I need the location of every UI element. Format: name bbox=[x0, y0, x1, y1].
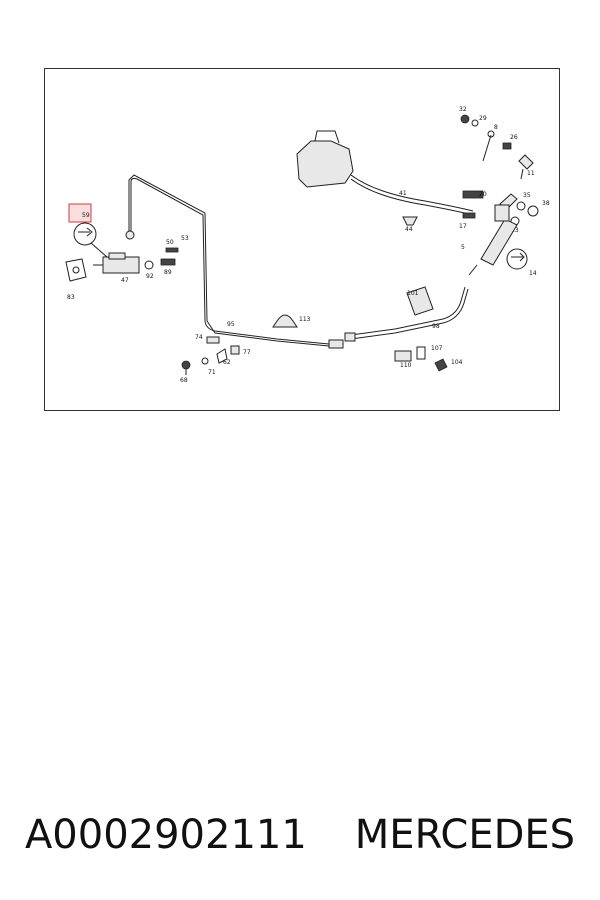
callout-20: 20 bbox=[479, 191, 487, 198]
sleeve-110 bbox=[394, 350, 412, 362]
callout-41: 41 bbox=[399, 190, 407, 197]
screw-104 bbox=[434, 358, 448, 372]
highlight-box-59[interactable] bbox=[68, 203, 92, 223]
pushrod-8 bbox=[482, 134, 492, 162]
callout-35: 35 bbox=[523, 192, 531, 199]
callout-44: 44 bbox=[405, 226, 413, 233]
callout-62: 62 bbox=[223, 359, 231, 366]
parts-diagram: 59 83 47 50 53 92 89 95 113 74 bbox=[44, 68, 560, 411]
callout-107: 107 bbox=[431, 345, 443, 352]
callout-11: 11 bbox=[527, 170, 535, 177]
callout-77: 77 bbox=[243, 349, 251, 356]
boot-101 bbox=[406, 286, 434, 316]
fluid-reservoir bbox=[296, 140, 354, 188]
master-cylinder-5 bbox=[480, 218, 518, 266]
nut-32 bbox=[460, 114, 470, 124]
callout-59: 59 bbox=[82, 212, 90, 219]
callout-83: 83 bbox=[67, 294, 75, 301]
nut-92 bbox=[144, 260, 154, 270]
callout-89: 89 bbox=[164, 269, 172, 276]
callout-113: 113 bbox=[299, 316, 311, 323]
product-caption: A0002902111 MERCEDES bbox=[0, 800, 600, 870]
line-98 bbox=[350, 286, 466, 336]
part-number: A0002902111 bbox=[24, 812, 307, 858]
callout-47: 47 bbox=[121, 277, 129, 284]
callout-14: 14 bbox=[529, 270, 537, 277]
callout-29: 29 bbox=[479, 115, 487, 122]
hose-41 bbox=[350, 174, 474, 212]
bracket-62 bbox=[216, 348, 228, 364]
callout-23: 23 bbox=[511, 227, 519, 234]
callout-50: 50 bbox=[166, 239, 174, 246]
washer-71 bbox=[201, 357, 209, 365]
callout-26: 26 bbox=[510, 134, 518, 141]
callout-53: 53 bbox=[181, 235, 189, 242]
wrench-icon bbox=[78, 227, 93, 237]
callout-101: 101 bbox=[407, 290, 419, 297]
callout-32: 32 bbox=[459, 106, 467, 113]
callout-92: 92 bbox=[146, 273, 154, 280]
clevis-11 bbox=[518, 154, 534, 170]
tool-symbol-14 bbox=[506, 248, 528, 270]
clip-26 bbox=[502, 142, 512, 150]
callout-71: 71 bbox=[208, 369, 216, 376]
brand-name: MERCEDES bbox=[354, 812, 576, 858]
bolt-17 bbox=[462, 212, 476, 219]
callout-104: 104 bbox=[451, 359, 463, 366]
callout-38: 38 bbox=[542, 200, 550, 207]
callout-68: 68 bbox=[180, 377, 188, 384]
callout-5: 5 bbox=[461, 244, 465, 251]
gasket-83 bbox=[65, 258, 87, 282]
bleeder-screw-50 bbox=[165, 247, 179, 253]
washer-29 bbox=[471, 119, 479, 127]
screw-68 bbox=[181, 360, 191, 370]
callout-95: 95 bbox=[227, 321, 235, 328]
tool-symbol-59 bbox=[73, 222, 97, 246]
clamp-113 bbox=[272, 314, 298, 328]
parts-diagram-drawing: 59 83 47 50 53 92 89 95 113 74 bbox=[65, 106, 550, 384]
callout-110: 110 bbox=[400, 362, 412, 369]
callout-17: 17 bbox=[459, 223, 467, 230]
callout-8: 8 bbox=[494, 124, 498, 131]
bolt-20 bbox=[462, 190, 484, 199]
callout-98: 98 bbox=[432, 323, 440, 330]
callout-74: 74 bbox=[195, 334, 203, 341]
grommet-44 bbox=[402, 216, 418, 226]
sleeve-74 bbox=[206, 336, 220, 344]
hydraulic-line-95 bbox=[130, 177, 330, 345]
nut-38 bbox=[527, 205, 539, 217]
clip-77 bbox=[230, 345, 240, 355]
bracket-107 bbox=[416, 346, 426, 360]
nut-35 bbox=[516, 201, 526, 211]
bolt-89 bbox=[160, 258, 176, 266]
